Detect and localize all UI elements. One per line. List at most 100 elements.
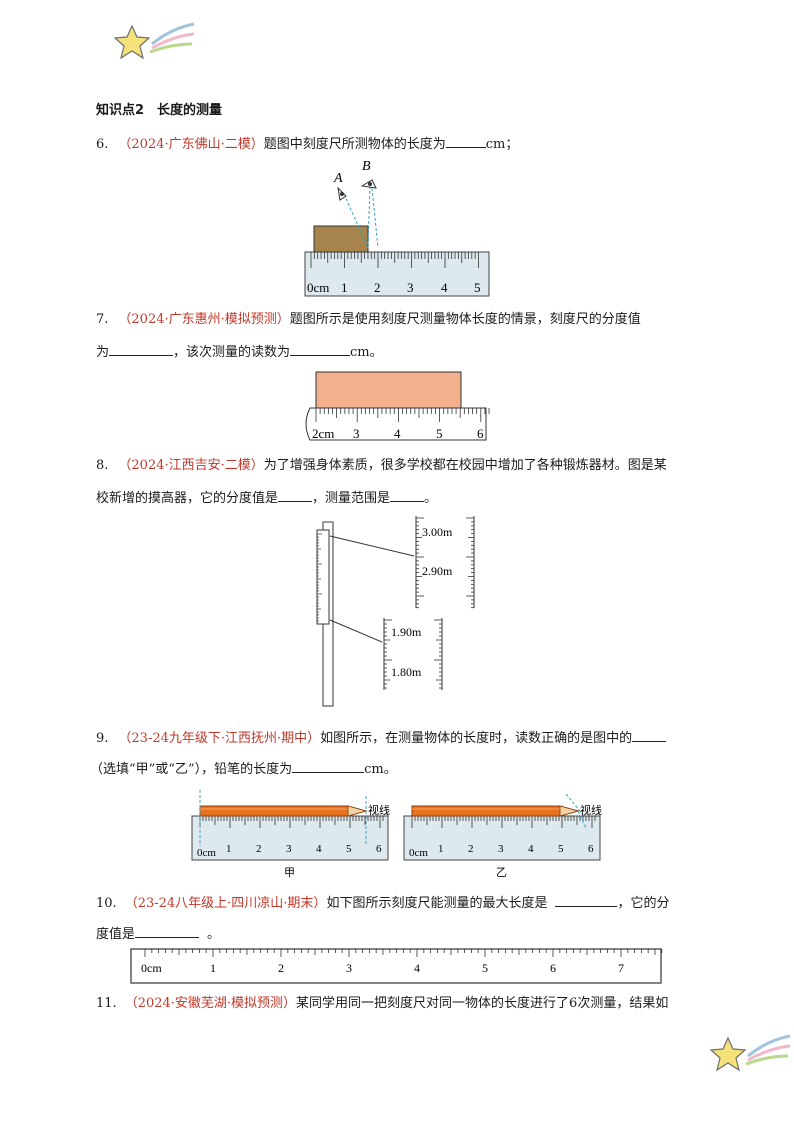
- ruler-label: 4: [528, 843, 534, 855]
- ruler-label: 0cm: [197, 847, 216, 859]
- scale-label: 3.00m: [422, 525, 453, 539]
- answer-blank[interactable]: [135, 923, 200, 938]
- question-text: 某同学用同一把刻度尺对同一物体的长度进行了6次测量，结果如: [296, 996, 669, 1011]
- question-10-line2: 度值是。: [96, 923, 220, 945]
- ruler-label: 4: [394, 426, 401, 441]
- answer-blank[interactable]: [278, 487, 313, 502]
- ruler-label: 5: [482, 961, 488, 975]
- ruler-label: 2: [256, 843, 262, 855]
- caption-right: 乙: [496, 866, 507, 879]
- scale-label: 1.80m: [391, 665, 422, 679]
- ruler-label: 0cm: [307, 280, 329, 295]
- question-text: ，它的分: [617, 896, 670, 911]
- q7-block: [315, 371, 462, 409]
- unit-text: cm；: [485, 137, 519, 152]
- question-number: 10.: [96, 896, 117, 911]
- question-text: （选填“甲”或“乙”），铅笔的长度为: [90, 762, 293, 777]
- ruler-label: 6: [477, 426, 484, 441]
- source-tag: （2024·广东惠州·模拟预测）: [118, 312, 290, 327]
- sight-label: 视线: [580, 803, 602, 817]
- ruler-label: 5: [474, 280, 481, 295]
- q9-left-diagram: 视线 0cm 1 2 3 4 5 6 甲: [191, 790, 390, 879]
- question-10: 10. （23-24八年级上·四川凉山·期末）如下图所示刻度尺能测量的最大长度是 ，…: [96, 892, 669, 914]
- question-text: 如图所示，在测量物体的长度时，读数正确的是图中的: [320, 731, 633, 746]
- ruler-label: 6: [550, 961, 556, 975]
- question-text: ，该次测量的读数为: [173, 345, 291, 360]
- question-number: 7.: [96, 312, 109, 327]
- ruler-label: 1: [341, 280, 348, 295]
- unit-text: cm。: [350, 345, 383, 360]
- scale-label: 1.90m: [391, 625, 422, 639]
- question-9: 9.（23-24九年级下·江西抚州·期中）如图所示，在测量物体的长度时，读数正确…: [96, 727, 667, 749]
- ruler-label: 1: [210, 961, 216, 975]
- q6-block: [313, 225, 369, 253]
- question-text: 题图中刻度尺所测物体的长度为: [263, 137, 446, 152]
- question-text: 题图所示是使用刻度尺测量物体长度的情景，刻度尺的分度值: [289, 312, 641, 327]
- q10-figure: 0cm123456789101112131415: [130, 948, 663, 984]
- ruler-label: 2: [374, 280, 381, 295]
- ruler-label: 4: [414, 961, 420, 975]
- shooting-star-bottom-icon: [709, 1034, 791, 1072]
- q6-ruler: [304, 251, 490, 297]
- answer-blank[interactable]: [555, 892, 618, 907]
- ruler-label: 6: [588, 843, 594, 855]
- ruler-label: 1: [226, 843, 232, 855]
- sight-label: 视线: [368, 803, 390, 817]
- source-tag: （23-24九年级下·江西抚州·期中）: [118, 731, 321, 746]
- ruler-label: 6: [376, 843, 382, 855]
- question-number: 11.: [96, 996, 117, 1011]
- q9-figure: 视线 0cm 1 2 3 4 5 6 甲 视线 0cm 1 2 3 4 5 6 …: [191, 790, 602, 879]
- shooting-star-top-icon: [113, 22, 195, 60]
- ruler-label: 3: [286, 843, 292, 855]
- question-text: ，测量范围是: [312, 491, 391, 506]
- question-text: 如下图所示刻度尺能测量的最大长度是: [326, 896, 548, 911]
- q7-figure: 2cm 3 4 5 6: [305, 371, 490, 441]
- question-text: 。: [424, 491, 438, 506]
- eye-b-icon: [360, 179, 377, 189]
- answer-blank[interactable]: [292, 758, 365, 773]
- ruler-label: 5: [558, 843, 564, 855]
- eye-a-label: A: [333, 171, 343, 186]
- ruler-label: 5: [436, 426, 443, 441]
- q8-figure: 3.00m 2.90m 1.90m 1.80m: [316, 516, 475, 707]
- q9-right-diagram: 视线 0cm 1 2 3 4 5 6 乙: [403, 793, 602, 879]
- ruler-label: 3: [346, 961, 352, 975]
- caption-left: 甲: [284, 867, 295, 879]
- ruler-label: 4: [316, 843, 322, 855]
- answer-blank[interactable]: [390, 487, 425, 502]
- answer-blank[interactable]: [445, 133, 486, 148]
- q8-scale-bar: [316, 529, 330, 625]
- question-number: 6.: [96, 137, 109, 152]
- ruler-label: 0cm: [409, 847, 428, 859]
- source-tag: （2024·江西吉安·二模）: [118, 458, 264, 473]
- section-heading: 知识点2 长度的测量: [96, 103, 223, 118]
- question-11: 11.（2024·安徽芜湖·模拟预测）某同学用同一把刻度尺对同一物体的长度进行了…: [96, 994, 668, 1014]
- question-text: 度值是: [96, 927, 136, 942]
- ruler-label: 2: [468, 843, 474, 855]
- pencil-right: [411, 805, 580, 817]
- scale-label: 2.90m: [422, 564, 453, 578]
- source-tag: （23-24八年级上·四川凉山·期末）: [124, 896, 327, 911]
- question-text: 为: [96, 345, 110, 360]
- question-8: 8. （2024·江西吉安·二模）为了增强身体素质，很多学校都在校园中增加了各种锻…: [96, 456, 667, 476]
- ruler-label: 5: [346, 843, 352, 855]
- answer-blank[interactable]: [632, 727, 667, 742]
- pencil-left: [199, 805, 368, 817]
- question-text: 为了增强身体素质，很多学校都在校园中增加了各种锻炼器材。图是某: [263, 458, 667, 473]
- q6-figure: 0cm 1 2 3 4 5 A B: [304, 159, 490, 297]
- ruler-label: 3: [407, 280, 414, 295]
- answer-blank[interactable]: [109, 341, 174, 356]
- q10-ruler: [130, 948, 662, 984]
- q7-ruler: [305, 407, 487, 441]
- eye-b-label: B: [362, 159, 371, 174]
- ruler-label: 3: [353, 426, 360, 441]
- question-number: 8.: [96, 458, 109, 473]
- ruler-label: 4: [441, 280, 448, 295]
- answer-blank[interactable]: [290, 341, 351, 356]
- ruler-label: 2cm: [312, 426, 334, 441]
- question-8-line2: 校新增的摸高器，它的分度值是，测量范围是。: [96, 487, 437, 509]
- question-7: 7. （2024·广东惠州·模拟预测）题图所示是使用刻度尺测量物体长度的情景，刻度…: [96, 310, 641, 330]
- question-7-line2: 为 ，该次测量的读数为 cm。: [96, 341, 383, 363]
